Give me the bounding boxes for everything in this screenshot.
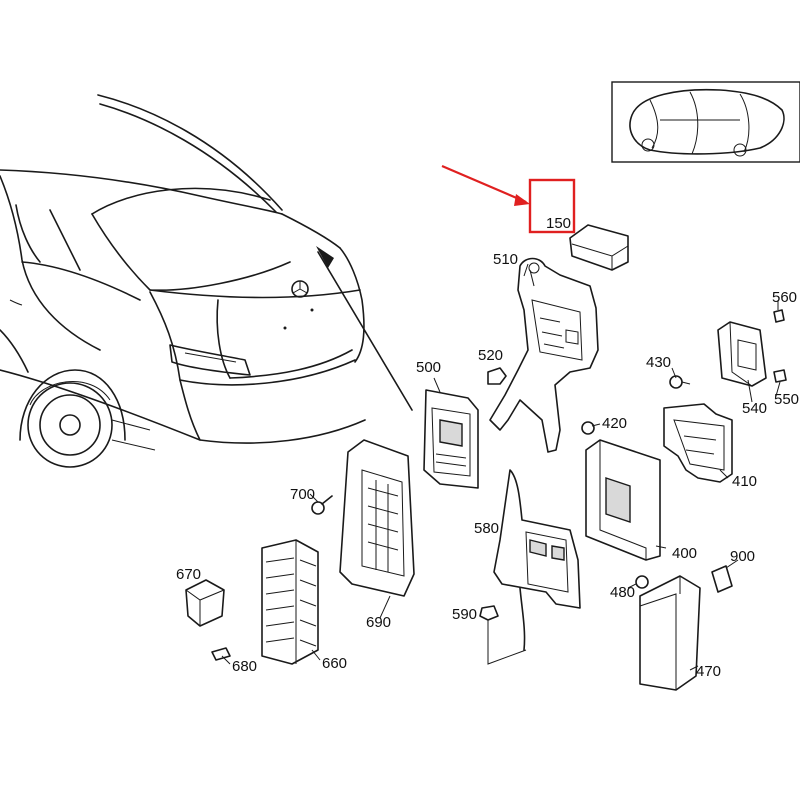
part-680-fuse[interactable] <box>211 647 231 661</box>
label-420: 420 <box>602 415 627 432</box>
label-410: 410 <box>732 473 757 490</box>
label-900: 900 <box>730 548 755 565</box>
vehicle-inset-view <box>611 81 800 163</box>
part-590-nut[interactable] <box>479 605 527 665</box>
part-470-module[interactable] <box>639 575 701 691</box>
label-480: 480 <box>610 584 635 601</box>
part-500-module[interactable] <box>423 389 479 489</box>
part-580-bracket[interactable] <box>493 469 581 651</box>
part-410-bracket[interactable] <box>663 403 733 483</box>
part-900-connector[interactable] <box>711 565 733 593</box>
part-480-screw[interactable] <box>635 575 649 589</box>
part-550-screw[interactable] <box>773 369 787 383</box>
label-700: 700 <box>290 486 315 503</box>
part-400-module[interactable] <box>585 439 661 561</box>
label-670: 670 <box>176 566 201 583</box>
part-420-screw[interactable] <box>581 421 595 435</box>
part-labels: 150 510 520 500 560 430 540 550 420 410 … <box>176 215 799 680</box>
highlight-callout <box>441 164 576 234</box>
label-660: 660 <box>322 655 347 672</box>
label-150: 150 <box>546 215 571 232</box>
part-690-fusebox[interactable] <box>339 439 415 597</box>
label-590: 590 <box>452 606 477 623</box>
label-520: 520 <box>478 347 503 364</box>
part-510-bracket[interactable] <box>489 257 599 453</box>
label-690: 690 <box>366 614 391 631</box>
label-430: 430 <box>646 354 671 371</box>
part-700-bolt[interactable] <box>311 495 333 515</box>
part-520-nut[interactable] <box>487 367 507 385</box>
label-400: 400 <box>672 545 697 562</box>
label-560: 560 <box>772 289 797 306</box>
location-arrow <box>316 246 413 411</box>
part-670-relay[interactable] <box>185 579 225 627</box>
part-430-screw[interactable] <box>669 375 691 389</box>
label-500: 500 <box>416 359 441 376</box>
part-150-module[interactable] <box>569 224 629 271</box>
part-560-screw[interactable] <box>773 309 785 323</box>
label-680: 680 <box>232 658 257 675</box>
part-660-fuseblock[interactable] <box>261 539 319 665</box>
label-470: 470 <box>696 663 721 680</box>
label-580: 580 <box>474 520 499 537</box>
label-550: 550 <box>774 391 799 408</box>
label-540: 540 <box>742 400 767 417</box>
leader-lines <box>221 263 781 671</box>
vehicle-rear-illustration <box>0 94 366 468</box>
part-540-module[interactable] <box>717 321 767 387</box>
label-510: 510 <box>493 251 518 268</box>
